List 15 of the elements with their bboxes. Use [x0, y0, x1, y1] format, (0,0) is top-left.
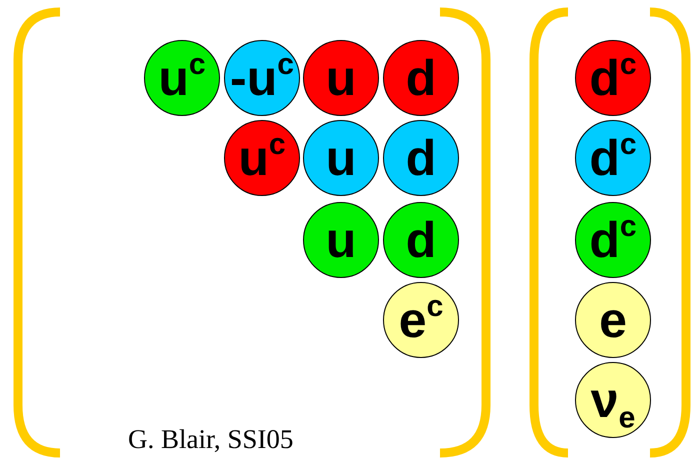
particle-symbol: d: [406, 53, 436, 103]
particle-symbol: d$^{c}$: [589, 53, 637, 103]
particle-symbol: u$^{c}$: [158, 53, 206, 103]
particle-symbol: u$^{c}$: [238, 133, 286, 183]
particle-symbol: d$^{c}$: [589, 215, 637, 265]
particle-symbol: u: [326, 53, 356, 103]
particle-symbol: d$^{c}$: [589, 133, 637, 183]
particle-symbol: u: [326, 215, 356, 265]
particle-symbol: -u$^{c}$: [230, 53, 294, 103]
particle-symbol: u: [326, 133, 356, 183]
particle-symbol: d: [406, 215, 436, 265]
particle-symbol: e$^{c}$: [398, 295, 444, 345]
particle-symbol: e: [599, 295, 627, 345]
particle-symbol: d: [406, 133, 436, 183]
caption: G. Blair, SSI05: [128, 424, 294, 455]
